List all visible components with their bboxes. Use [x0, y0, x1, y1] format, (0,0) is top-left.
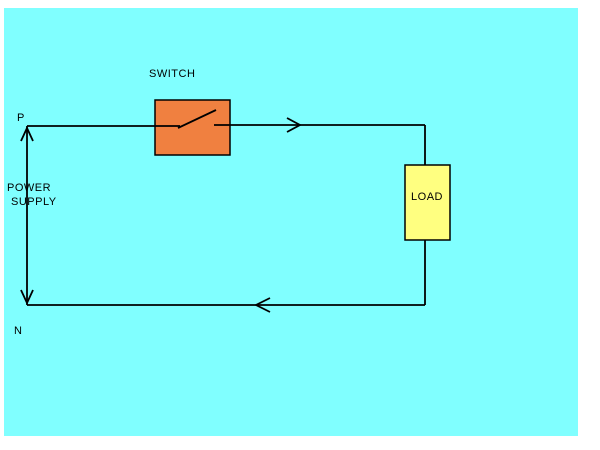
current-arrow-left-icon [253, 297, 271, 313]
phase-label: P [17, 112, 25, 124]
arrow-down-icon [20, 289, 34, 306]
power-supply-label: POWER SUPPLY [7, 182, 57, 208]
power-supply-label-line1: POWER [7, 182, 51, 194]
switch-label: SWITCH [149, 68, 195, 80]
load-label: LOAD [411, 191, 443, 203]
diagram-background [4, 8, 578, 436]
power-supply-label-line2: SUPPLY [11, 196, 57, 208]
current-arrow-right-icon [286, 117, 302, 133]
load-box [404, 164, 451, 241]
neutral-label: N [14, 325, 22, 337]
arrow-up-icon [20, 125, 34, 142]
switch-blade [177, 109, 217, 129]
switch-box [154, 99, 231, 156]
